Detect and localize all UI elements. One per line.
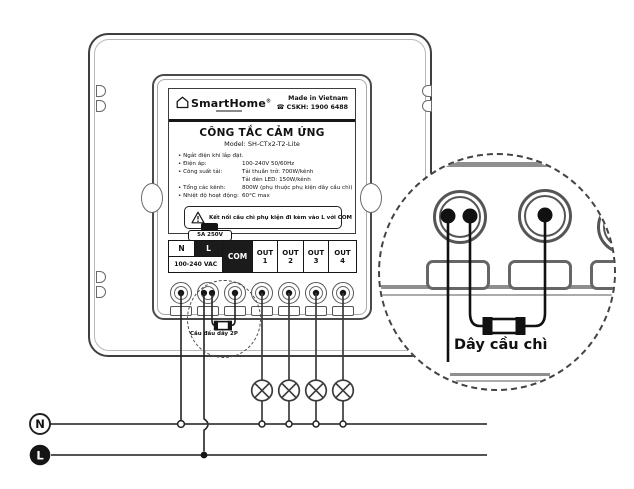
origin-and-hotline: Made in Vietnam ☎ CSKH: 1900 6488: [277, 95, 348, 112]
mount-clip: [96, 286, 106, 298]
made-in-text: Made in Vietnam: [288, 95, 348, 102]
lamp-branches: [250, 293, 355, 421]
magnified-clamp: [426, 260, 490, 290]
screw-hole-right: [360, 183, 382, 213]
neutral-source: N: [29, 413, 51, 435]
magnified-clamp: [508, 260, 572, 290]
brand-name: SmartHome®: [191, 97, 272, 110]
live-source: L: [29, 444, 51, 466]
mount-clip: [96, 85, 106, 97]
live-label: L: [36, 449, 44, 463]
mount-clip: [96, 100, 106, 112]
magnified-bottom-edge: [450, 373, 550, 376]
warning-box: Kết nối cầu chì phụ kiện đi kèm vào L vớ…: [184, 206, 352, 229]
house-icon: [176, 96, 189, 109]
label-divider: [169, 119, 355, 122]
product-label: SmartHome® Made in Vietnam ☎ CSKH: 1900 …: [168, 88, 356, 234]
jumper-label: Cầu đấu dây 2P: [190, 331, 238, 337]
mount-clip: [422, 100, 432, 112]
product-title: CÔNG TẮC CẢM ỨNG: [199, 127, 325, 139]
magnified-wires: [440, 207, 553, 362]
hotline-text: CSKH: 1900 6488: [286, 103, 348, 111]
spec-row: Điện áp:100-240V 50/60Hz: [178, 160, 350, 168]
magnified-device-edge: [380, 285, 614, 289]
mount-clip: [96, 271, 106, 283]
neutral-label: N: [35, 417, 45, 431]
phone-icon: ☎: [276, 103, 285, 111]
fuse-icon: [201, 223, 218, 231]
logo-byline-bar: [216, 110, 242, 112]
terminal-com: COM: [222, 240, 253, 273]
warning-text: Kết nối cầu chì phụ kiện đi kèm vào L vớ…: [209, 214, 352, 221]
magnifier-circle: Dây cầu chì: [378, 153, 616, 391]
magnified-strip-edge: [408, 162, 592, 167]
screw-hole-left: [141, 183, 163, 213]
magnified-terminal-l: [433, 190, 487, 244]
warning-triangle-icon: [191, 211, 205, 224]
spec-list: Ngắt điện khi lắp đặt. Điện áp:100-240V …: [178, 152, 352, 200]
hotline-row: ☎ CSKH: 1900 6488: [277, 104, 348, 113]
spec-row: Công suất tải:Tải thuần trở: 700W/kênh: [178, 168, 350, 176]
callout-source-circle: [187, 280, 261, 358]
spec-row: Tải đèn LED: 150W/kênh: [242, 177, 311, 183]
magnifier-label: Dây cầu chì: [454, 337, 548, 353]
spec-row: Tổng các kênh:800W (phụ thuộc phụ kiện d…: [178, 184, 352, 192]
junctions: [176, 419, 347, 459]
spec-row: Nhiệt độ hoạt động:60°C max: [178, 192, 350, 200]
magnified-device-edge-thin: [380, 293, 614, 296]
registered-mark: ®: [265, 98, 272, 105]
logo-row: SmartHome® Made in Vietnam ☎ CSKH: 1900 …: [169, 89, 355, 119]
magnified-bottom-edge-thin: [456, 380, 544, 382]
mount-clip: [422, 85, 432, 97]
spec-row: Ngắt điện khi lắp đặt.: [178, 152, 350, 160]
magnified-clamp: [590, 260, 614, 290]
product-model: Model: SH-CTx2-T2-Lite: [224, 140, 300, 148]
